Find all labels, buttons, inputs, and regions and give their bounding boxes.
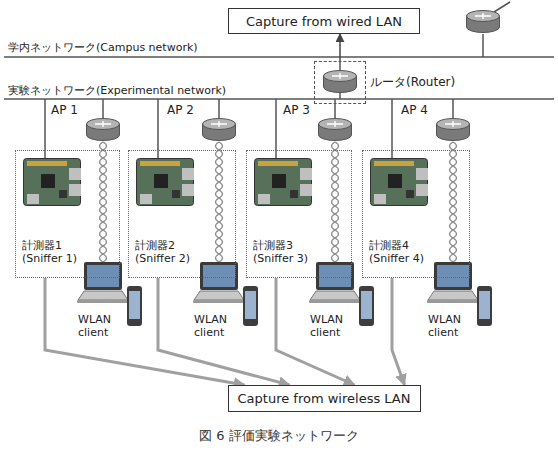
campus-network-line bbox=[4, 56, 554, 58]
sniffer-frame: 計測器2 (Sniffer 2) bbox=[128, 150, 236, 278]
router-wire bbox=[339, 61, 341, 71]
ap-label: AP 2 bbox=[167, 103, 194, 117]
sniffer-label: 計測器3 (Sniffer 3) bbox=[253, 239, 325, 265]
router-label: ルータ(Router) bbox=[370, 74, 455, 91]
raspberry-pi-boards bbox=[24, 159, 429, 206]
ap-label: AP 1 bbox=[51, 103, 78, 117]
capture-box: Capture from wired LAN bbox=[228, 8, 420, 34]
sniffer-frame: 計測器4 (Sniffer 4) bbox=[362, 150, 470, 278]
network-label: 学内ネットワーク(Campus network) bbox=[8, 41, 198, 54]
box-text: Capture from wireless LAN bbox=[238, 391, 411, 406]
router-wire bbox=[339, 93, 341, 99]
capture-arrow bbox=[276, 278, 355, 385]
ap-wires bbox=[103, 99, 453, 121]
client-label: WLAN client bbox=[78, 313, 122, 339]
client-label: WLAN client bbox=[428, 313, 472, 339]
sniffer-label: 計測器1 (Sniffer 1) bbox=[22, 239, 94, 265]
sniffer-frame: 計測器3 (Sniffer 3) bbox=[246, 150, 352, 278]
ap-label: AP 4 bbox=[401, 103, 428, 117]
uplink-wire bbox=[494, 2, 510, 12]
sniffer-label: 計測器2 (Sniffer 2) bbox=[135, 239, 207, 265]
ap-router-icons bbox=[87, 119, 470, 141]
capture-arrow bbox=[45, 278, 245, 385]
gateway-router-icon bbox=[467, 11, 500, 33]
capture-box: Capture from wireless LAN bbox=[228, 385, 421, 412]
experimental-network-line bbox=[4, 98, 554, 100]
network-label: 実験ネットワーク(Experimental network) bbox=[8, 84, 226, 97]
router-frame: ルータ(Router) bbox=[314, 61, 366, 104]
sniffer-label: 計測器4 (Sniffer 4) bbox=[369, 239, 441, 265]
client-label: WLAN client bbox=[310, 313, 354, 339]
ap-label: AP 3 bbox=[283, 103, 310, 117]
sniffer-frame: 計測器1 (Sniffer 1) bbox=[15, 150, 120, 278]
box-text: Capture from wired LAN bbox=[246, 14, 402, 29]
uplink-wire bbox=[482, 34, 484, 57]
figure-caption: 図 6 評価実験ネットワーク bbox=[0, 427, 558, 445]
client-label: WLAN client bbox=[194, 313, 238, 339]
uplink-arrow bbox=[339, 34, 341, 61]
capture-arrow bbox=[158, 278, 290, 385]
capture-arrow bbox=[392, 278, 405, 385]
router-icon bbox=[324, 71, 357, 93]
